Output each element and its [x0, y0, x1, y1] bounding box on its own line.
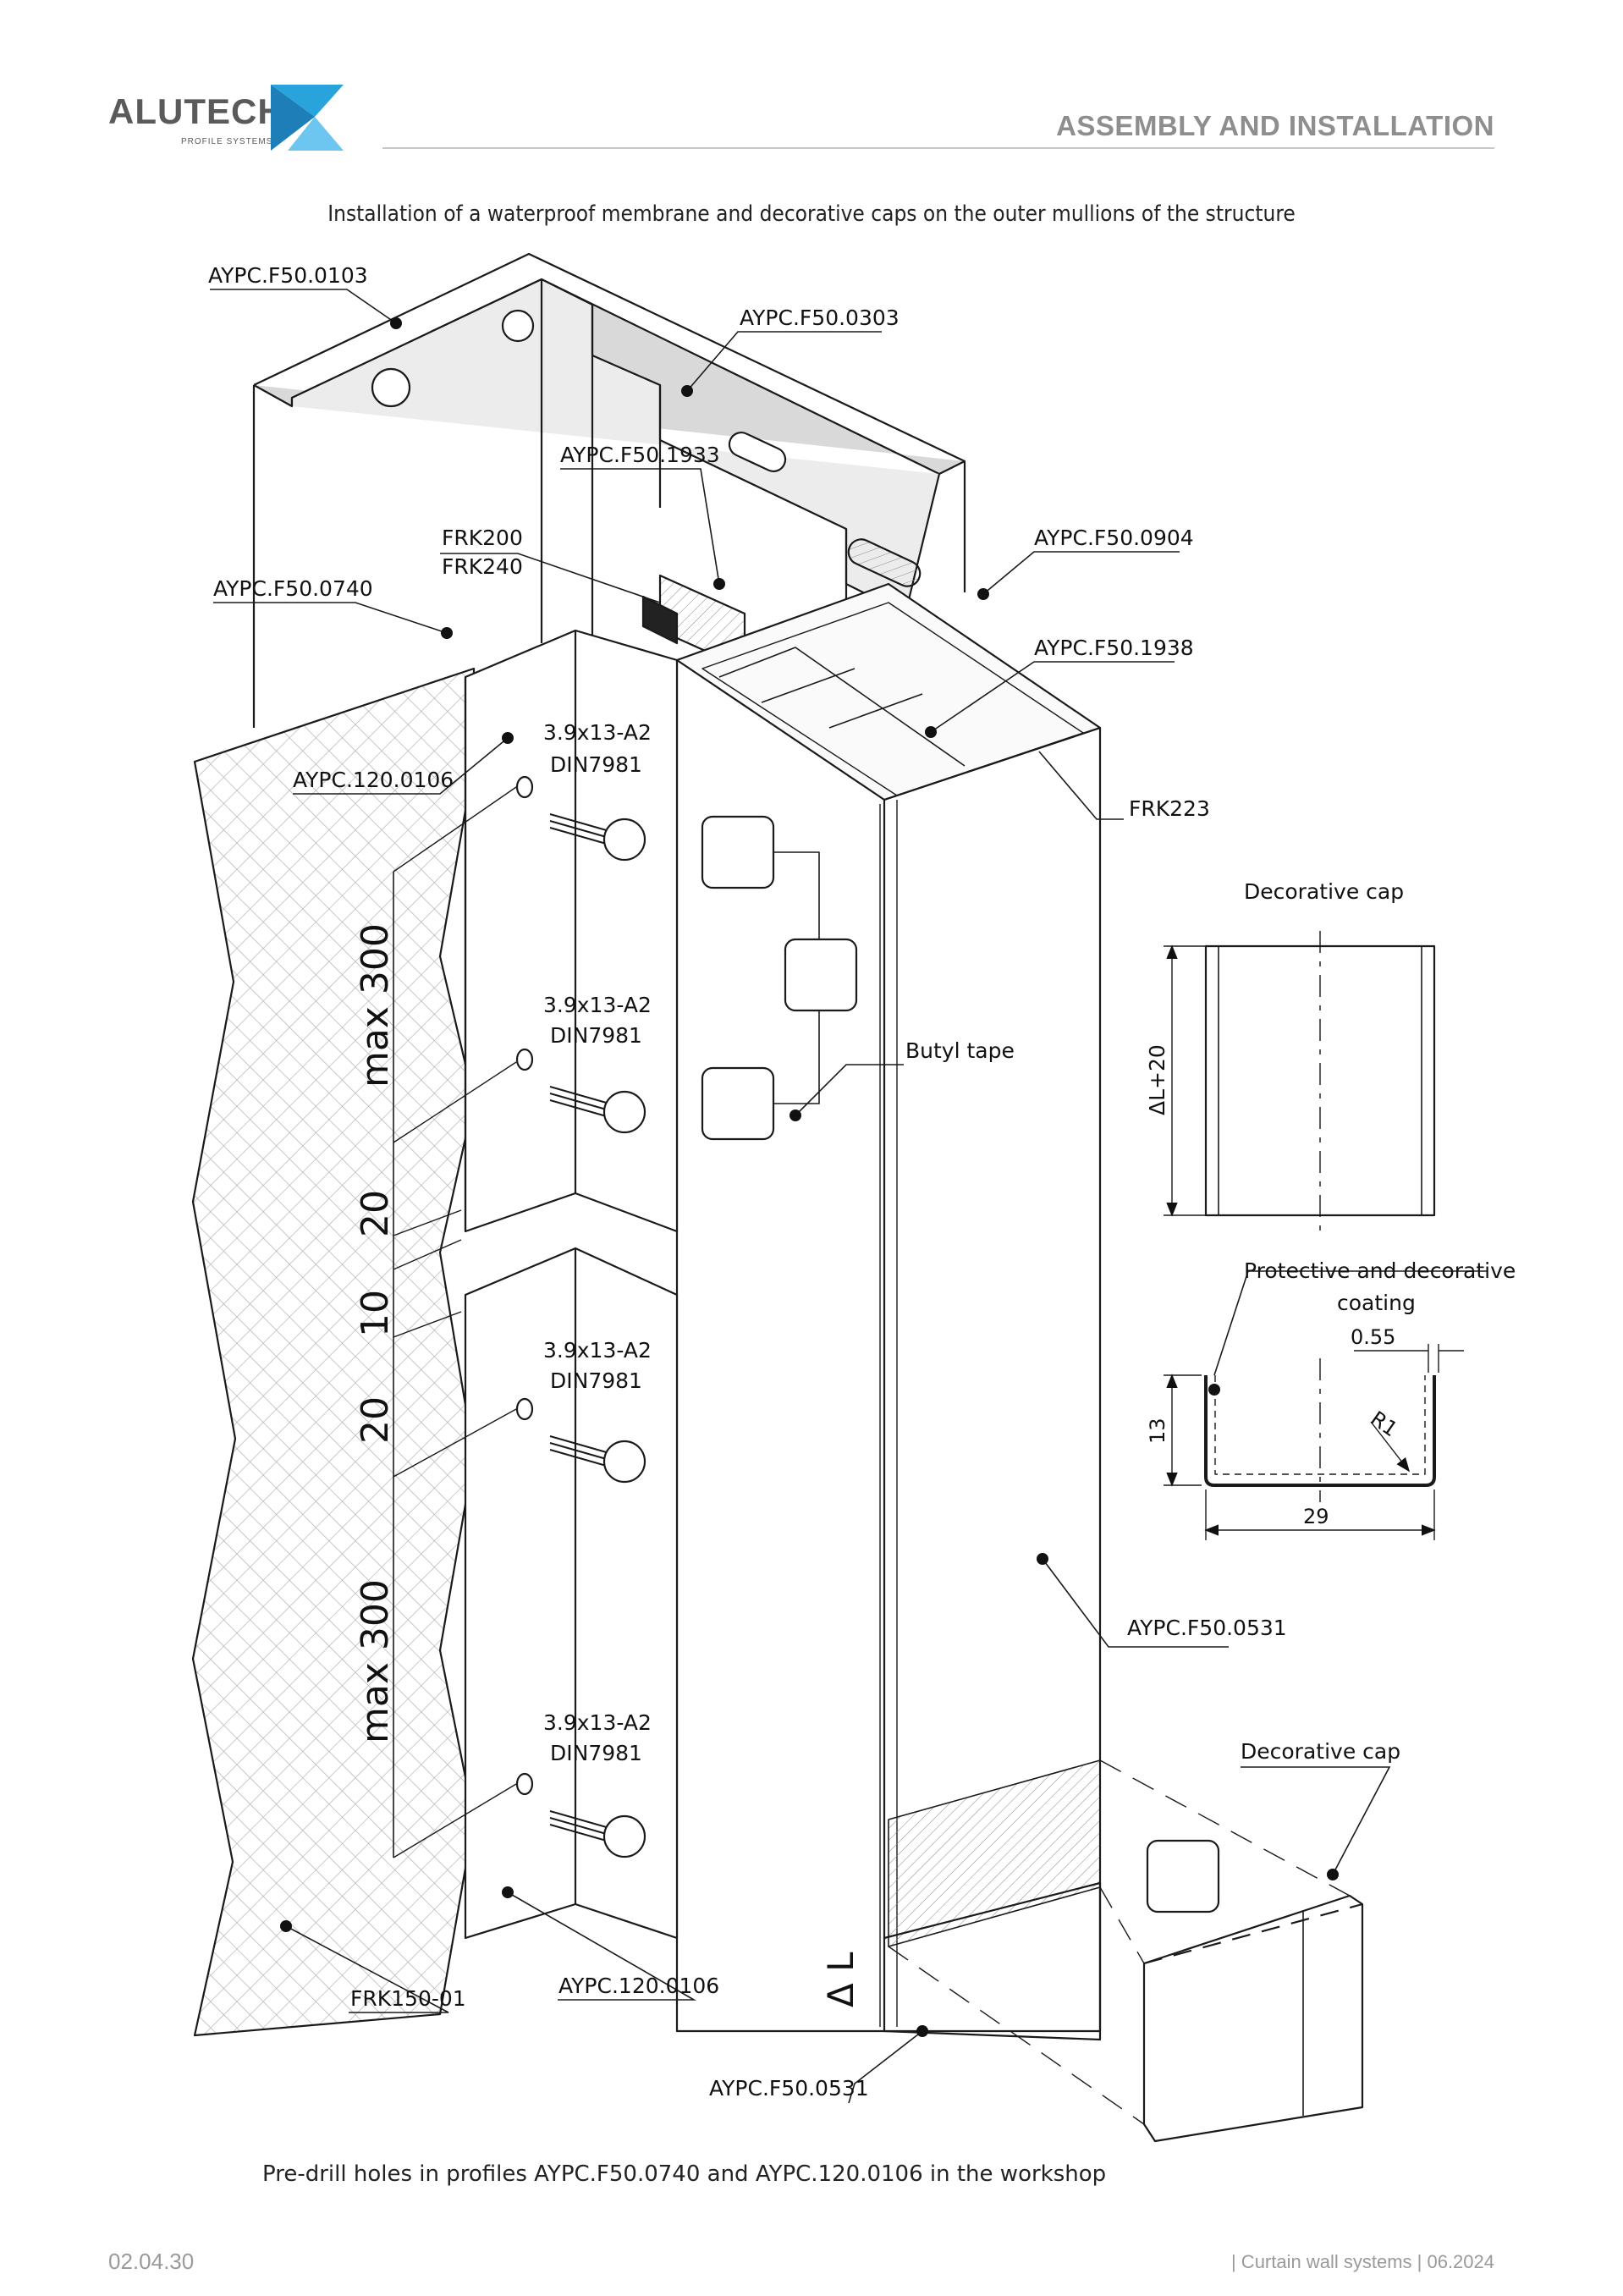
- logo-subtitle: PROFILE SYSTEMS: [181, 137, 273, 146]
- dim-max300-top: max 300: [354, 923, 397, 1087]
- dim-cap-height: ΔL+20: [1145, 1044, 1169, 1115]
- label-f50-1933: AYPC.F50.1933: [560, 443, 720, 467]
- dim-10: 10: [354, 1290, 397, 1337]
- label-120-0106-bottom: AYPC.120.0106: [558, 1974, 719, 1998]
- header-divider: [382, 147, 1494, 149]
- screw-label-1-size: 3.9x13-A2: [543, 720, 652, 745]
- logo-wordmark: ALUTECH: [108, 91, 284, 131]
- document-info: | Curtain wall systems | 06.2024: [1230, 2251, 1494, 2272]
- label-f50-0904: AYPC.F50.0904: [1034, 526, 1194, 550]
- hand-press-icon-top: [701, 815, 775, 889]
- label-f50-0531-right: AYPC.F50.0531: [1127, 1616, 1287, 1640]
- dim-max300-bottom: max 300: [354, 1579, 397, 1743]
- label-f50-0740: AYPC.F50.0740: [213, 576, 373, 601]
- section-title: ASSEMBLY AND INSTALLATION: [1056, 110, 1494, 141]
- dim-delta-l: Δ L: [820, 1952, 861, 2007]
- workshop-note: Pre-drill holes in profiles AYPC.F50.074…: [262, 2161, 1107, 2187]
- dim-width: 29: [1303, 1505, 1329, 1528]
- label-f50-0531-bottom: AYPC.F50.0531: [709, 2076, 869, 2101]
- screw-4: [515, 1772, 646, 1858]
- dim-20-a: 20: [354, 1190, 397, 1237]
- alutech-logo: ALUTECH PROFILE SYSTEMS: [108, 85, 345, 154]
- label-frk150: FRK150-01: [350, 1986, 466, 2011]
- decorative-cap-3d: [1142, 1894, 1364, 2143]
- label-butyl-tape: Butyl tape: [905, 1038, 1015, 1063]
- drawing-title: Installation of a waterproof membrane an…: [327, 201, 1296, 227]
- screw-label-3-size: 3.9x13-A2: [543, 1338, 652, 1363]
- hand-press-icon-bottom: [701, 1066, 775, 1141]
- label-protective-coating-1: Protective and decorative: [1244, 1258, 1516, 1283]
- sealant-gun-icon: [1146, 1839, 1220, 1913]
- membrane-frk150: [191, 667, 476, 2037]
- label-decorative-cap-bottom: Decorative cap: [1241, 1739, 1400, 1764]
- dim-thickness: 0.55: [1351, 1325, 1395, 1349]
- label-decorative-cap-top: Decorative cap: [1244, 879, 1404, 904]
- logo-mark-icon: [271, 85, 344, 151]
- label-frk240: FRK240: [442, 554, 523, 579]
- screw-3: [515, 1397, 646, 1484]
- screw-label-3-std: DIN7981: [550, 1368, 642, 1393]
- screw-label-1-std: DIN7981: [550, 752, 642, 777]
- screw-label-4-std: DIN7981: [550, 1741, 642, 1765]
- dim-radius: R1: [1367, 1407, 1402, 1441]
- label-frk200: FRK200: [442, 526, 523, 550]
- dim-depth: 13: [1146, 1418, 1169, 1444]
- dim-20-b: 20: [354, 1396, 397, 1444]
- label-frk223: FRK223: [1129, 796, 1210, 821]
- screw-label-4-size: 3.9x13-A2: [543, 1710, 652, 1735]
- drill-icon: [784, 938, 858, 1012]
- label-f50-0303: AYPC.F50.0303: [740, 306, 900, 330]
- label-f50-0103: AYPC.F50.0103: [208, 263, 368, 288]
- label-120-0106-top: AYPC.120.0106: [293, 768, 454, 792]
- label-protective-coating-2: coating: [1337, 1291, 1416, 1315]
- page-code: 02.04.30: [108, 2249, 195, 2274]
- label-f50-1938: AYPC.F50.1938: [1034, 636, 1194, 660]
- screw-2: [515, 1048, 646, 1134]
- screw-label-2-size: 3.9x13-A2: [543, 993, 652, 1017]
- cap-cross-section: [1204, 1375, 1436, 1487]
- screw-1: [515, 775, 646, 862]
- screw-label-2-std: DIN7981: [550, 1023, 642, 1048]
